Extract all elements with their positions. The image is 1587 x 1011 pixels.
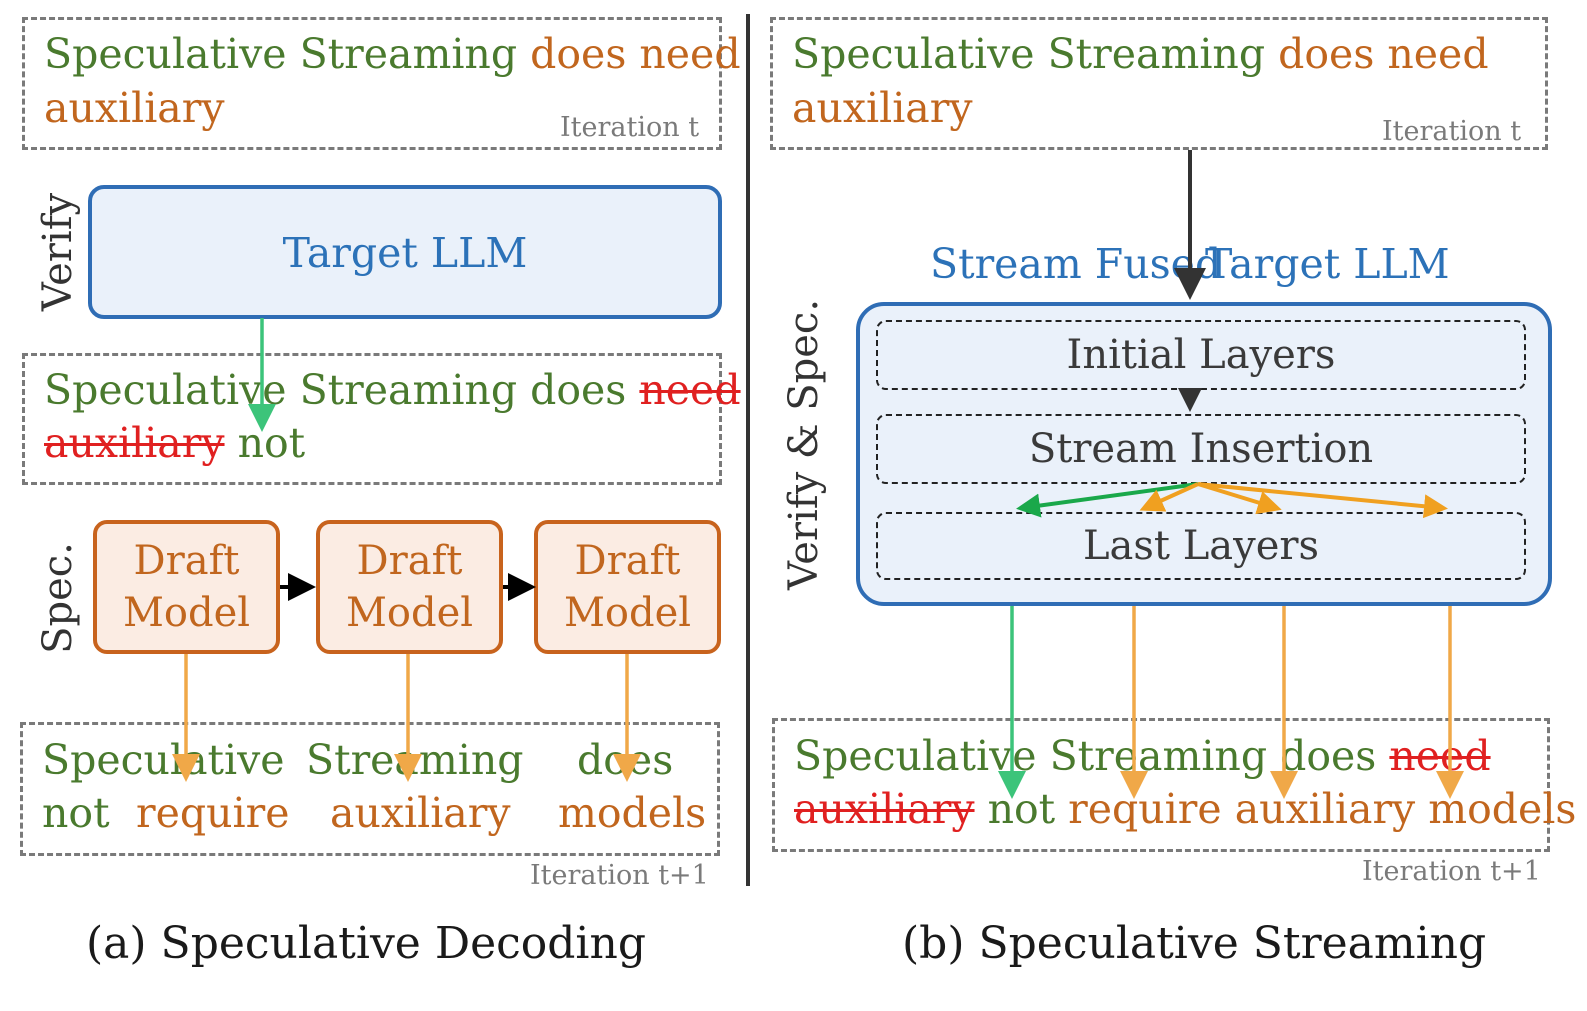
left-caption: (a) Speculative Decoding (86, 918, 647, 969)
target-llm-label: Target LLM (282, 229, 528, 277)
text-segment: does need (1278, 30, 1489, 78)
draft-model-2: Draft Model (316, 520, 503, 654)
draft-model-1-line1: Draft (133, 538, 240, 584)
left-verify-result-box (22, 353, 722, 485)
left-bottom-col3-bottom: auxiliary (330, 789, 511, 837)
right-top-line1: Speculative Streaming does need (792, 34, 1489, 75)
text-segment: require auxiliary models (1068, 785, 1577, 833)
text-segment: Speculative Streaming (44, 30, 531, 78)
left-iteration-t1-label: Iteration t+1 (530, 860, 709, 891)
text-segment: need (639, 366, 741, 414)
draft-model-2-line2: Model (345, 590, 474, 636)
left-bottom-col4-bottom: models (558, 789, 707, 837)
text-segment: does need (530, 30, 741, 78)
stream-fused-model-box (856, 302, 1552, 606)
left-bottom-col1-top: Speculative (42, 736, 285, 784)
draft-model-2-line1: Draft (356, 538, 463, 584)
fanout-arrow-orange-1 (1139, 482, 1199, 512)
right-iteration-t-box (770, 17, 1548, 150)
text-segment: auxiliary (794, 785, 975, 833)
left-iteration-t-label: Iteration t (560, 112, 700, 143)
right-iteration-t1-box (772, 718, 1550, 852)
left-verify-line2: auxiliary not (44, 423, 305, 464)
left-top-line1: Speculative Streaming does need (44, 34, 741, 75)
right-iteration-t-label: Iteration t (1382, 116, 1522, 147)
left-bottom-col1-bottom: not (42, 789, 110, 837)
right-top-line2: auxiliary (792, 88, 973, 129)
text-segment: auxiliary (792, 84, 973, 132)
text-segment: need (1389, 732, 1491, 780)
right-iteration-t1-label: Iteration t+1 (1362, 856, 1541, 887)
target-llm-right-label: Target LLM (1205, 240, 1450, 288)
panel-divider (746, 14, 750, 886)
right-bottom-line1: Speculative Streaming does need (794, 736, 1491, 777)
draft-model-3: Draft Model (534, 520, 721, 654)
left-top-line2: auxiliary (44, 88, 225, 129)
fanout-arrow-orange-2 (1197, 482, 1282, 515)
left-bottom-col2-top: require (136, 789, 290, 837)
fanout-arrow-orange-3 (1197, 482, 1448, 519)
text-segment: Speculative Streaming (792, 30, 1279, 78)
draft-model-3-line2: Model (563, 590, 692, 636)
right-caption: (b) Speculative Streaming (902, 918, 1487, 969)
text-segment: Speculative Streaming does (794, 732, 1390, 780)
text-segment: auxiliary (44, 84, 225, 132)
text-segment: Speculative Streaming does (44, 366, 640, 414)
left-iteration-t-box (22, 17, 722, 150)
fanout-arrow-green (1016, 482, 1199, 518)
text-segment: auxiliary (44, 419, 225, 467)
draft-model-1: Draft Model (93, 520, 280, 654)
draft-model-3-line1: Draft (574, 538, 681, 584)
stream-fused-label: Stream Fused (930, 240, 1222, 288)
last-layers: Last Layers (876, 512, 1526, 580)
left-iteration-t1-box (20, 722, 720, 856)
left-verify-line1: Speculative Streaming does need (44, 370, 741, 411)
target-llm-box (88, 185, 722, 319)
draft-model-1-line2: Model (122, 590, 251, 636)
